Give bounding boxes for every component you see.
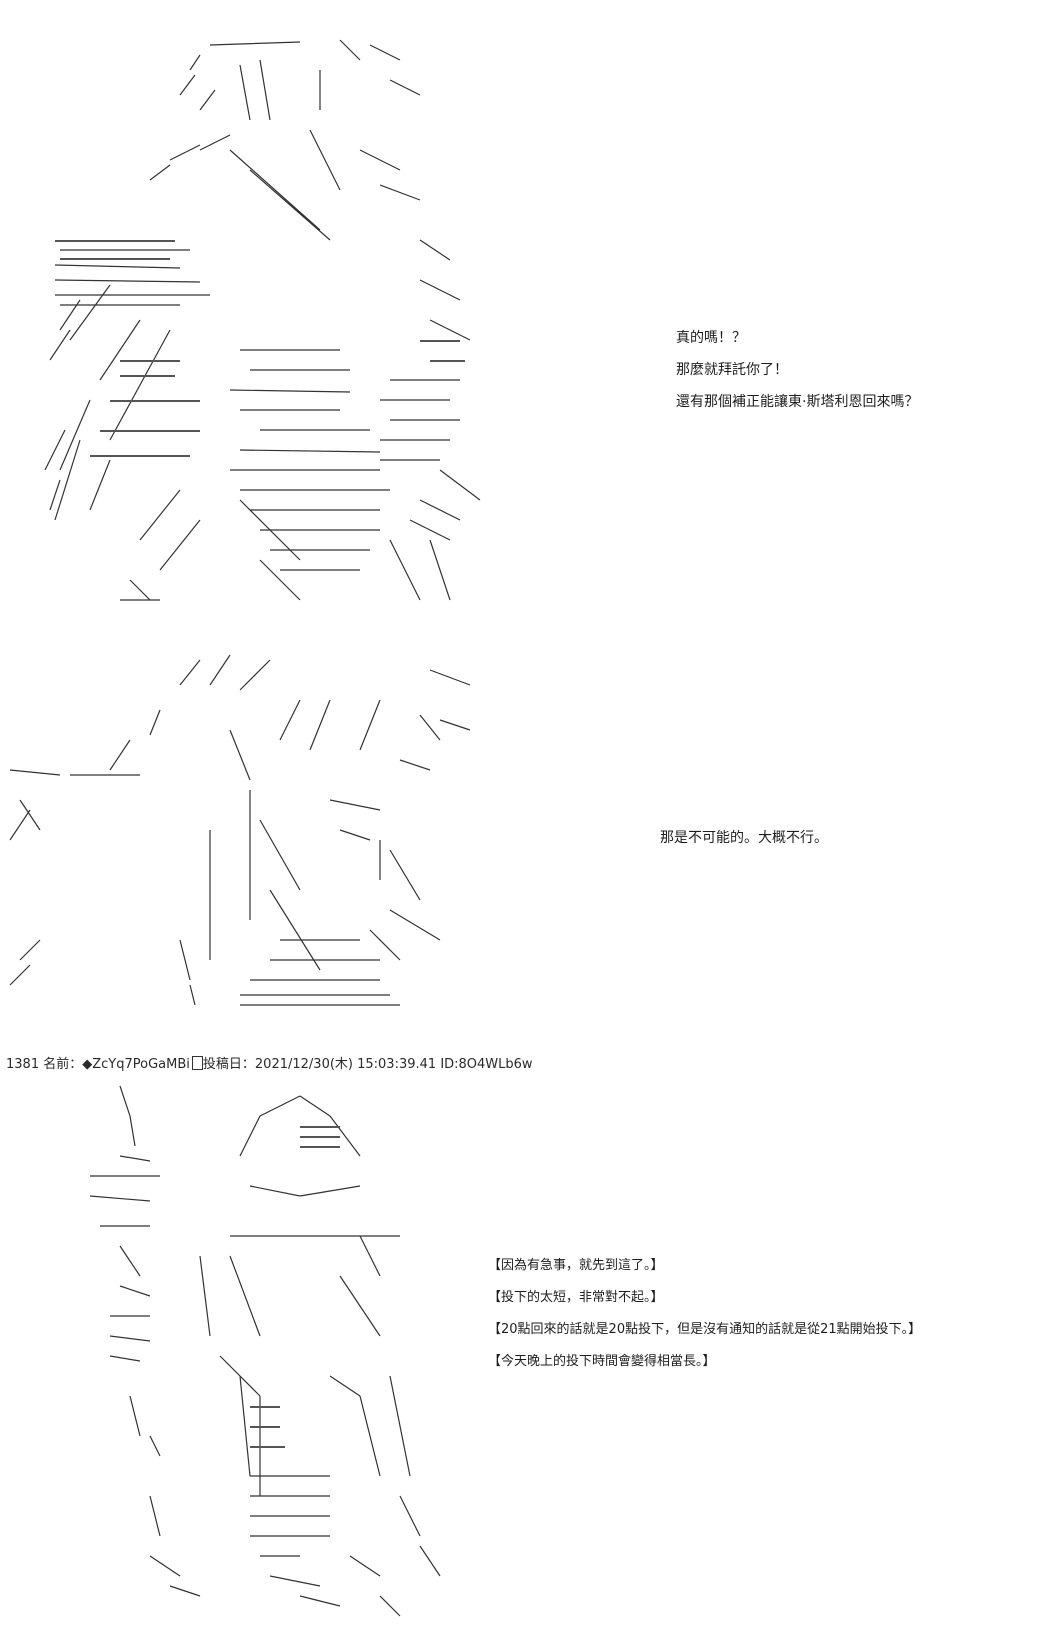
- panel1-dialogue: 真的嗎！？ 那麼就拜託你了！ 還有那個補正能讓東·斯塔利恩回來嗎？: [676, 330, 918, 426]
- post-date-label: 投稿日：: [202, 1057, 255, 1072]
- panel2-ascii-art: [0, 640, 1039, 1020]
- dialogue-line: 【投下的太短，非常對不起。】: [488, 1290, 664, 1305]
- post-id: ID:8O4WLb6w: [440, 1057, 533, 1072]
- missing-glyph-icon: [191, 1056, 203, 1070]
- dialogue-line: 真的嗎！？: [676, 330, 746, 346]
- dialogue-line: 那麼就拜託你了！: [676, 362, 788, 378]
- panel1-ascii-art: [0, 0, 1039, 620]
- post-header: 1381 名前：◆ZcYq7PoGaMBi 投稿日：2021/12/30(木) 1…: [6, 1056, 533, 1073]
- post-datetime: 2021/12/30(木) 15:03:39.41: [254, 1057, 437, 1072]
- dialogue-line: 【今天晚上的投下時間會變得相當長。】: [488, 1354, 716, 1369]
- dialogue-line: 【因為有急事，就先到這了。】: [488, 1258, 664, 1273]
- dialogue-line: 還有那個補正能讓東·斯塔利恩回來嗎？: [676, 394, 919, 410]
- panel2-dialogue: 那是不可能的。大概不行。: [660, 830, 828, 862]
- dialogue-line: 那是不可能的。大概不行。: [660, 830, 828, 846]
- post-name-label: 名前：: [43, 1057, 83, 1072]
- panel3-ascii-art: [0, 1076, 1039, 1626]
- post-number: 1381: [6, 1057, 40, 1072]
- panel3-dialogue: 【因為有急事，就先到這了。】 【投下的太短，非常對不起。】 【20點回來的話就是…: [488, 1258, 921, 1386]
- dialogue-line: 【20點回來的話就是20點投下，但是沒有通知的話就是從21點開始投下。】: [488, 1322, 922, 1337]
- post-trip: ◆ZcYq7PoGaMBi: [82, 1057, 190, 1072]
